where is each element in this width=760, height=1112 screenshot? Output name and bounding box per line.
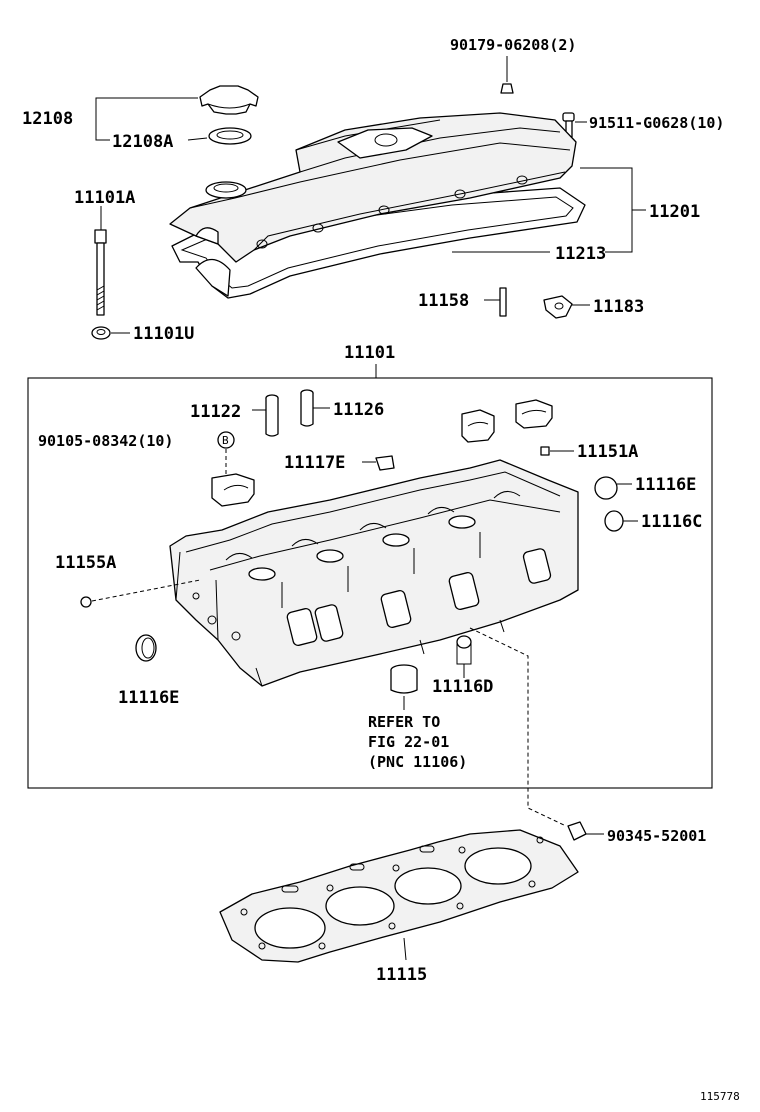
bracket-11183[interactable] — [543, 295, 590, 319]
label-11101: 11101 — [344, 343, 395, 363]
label-91511-G0628: 91511-G0628(10) — [589, 114, 724, 132]
label-11183: 11183 — [593, 297, 644, 317]
plug-11117E[interactable] — [362, 455, 395, 471]
nut-90179-06208[interactable] — [500, 56, 514, 94]
label-90345-52001: 90345-52001 — [607, 827, 706, 845]
label-90179-06208: 90179-06208(2) — [450, 36, 576, 54]
label-11117E: 11117E — [284, 453, 345, 473]
valve-guide-11126[interactable] — [300, 389, 330, 427]
refer-line-3: (PNC 11106) — [368, 753, 467, 771]
plug-90345-52001[interactable] — [567, 821, 604, 841]
label-11155A: 11155A — [55, 553, 116, 573]
plug-11116D[interactable] — [456, 635, 472, 678]
refer-line-2: FIG 22-01 — [368, 733, 449, 751]
label-11116D: 11116D — [432, 677, 493, 697]
svg-text:B: B — [222, 434, 229, 447]
cylinder-head[interactable] — [169, 459, 579, 687]
refer-line-1: REFER TO — [368, 713, 440, 731]
plug-11116C[interactable] — [604, 510, 638, 532]
stud-bolt-11101A[interactable] — [94, 206, 107, 316]
marker-b-icon: B — [217, 431, 235, 449]
washer-11101U[interactable] — [91, 326, 130, 340]
pin-11155A[interactable] — [80, 596, 92, 608]
label-11115: 11115 — [376, 965, 427, 985]
label-11116E-right: 11116E — [635, 475, 696, 495]
cylinder-head-cover[interactable] — [169, 112, 586, 299]
plug-11116E-right[interactable] — [594, 476, 632, 500]
label-11101U: 11101U — [133, 324, 194, 344]
bearing-cap-right[interactable] — [515, 399, 553, 429]
valve-guide-11122[interactable] — [252, 394, 279, 437]
label-90105-08342: 90105-08342(10) — [38, 432, 173, 450]
stud-11158[interactable] — [484, 287, 507, 317]
label-11201: 11201 — [649, 202, 700, 222]
oil-filler-cap-gasket[interactable] — [208, 127, 252, 145]
label-11116C: 11116C — [641, 512, 702, 532]
oil-filler-cap[interactable] — [199, 85, 259, 115]
valve-lifter-reference[interactable] — [390, 664, 418, 710]
pin-11151A[interactable] — [540, 446, 574, 456]
label-12108: 12108 — [22, 109, 73, 129]
label-11116E-left: 11116E — [118, 688, 179, 708]
label-11213: 11213 — [555, 244, 606, 264]
label-11122: 11122 — [190, 402, 241, 422]
label-11101A: 11101A — [74, 188, 135, 208]
subassembly-frame — [27, 377, 713, 789]
plug-11116E-left[interactable] — [135, 634, 157, 662]
bearing-cap-left[interactable] — [211, 473, 255, 507]
bolt-91511-G0628[interactable] — [562, 112, 587, 138]
label-11158: 11158 — [418, 291, 469, 311]
bearing-cap-mid[interactable] — [461, 409, 495, 443]
diagram-id: 115778 — [700, 1090, 740, 1103]
head-gasket-11115[interactable] — [219, 829, 579, 963]
label-11126: 11126 — [333, 400, 384, 420]
label-12108A: 12108A — [112, 132, 173, 152]
label-11151A: 11151A — [577, 442, 638, 462]
